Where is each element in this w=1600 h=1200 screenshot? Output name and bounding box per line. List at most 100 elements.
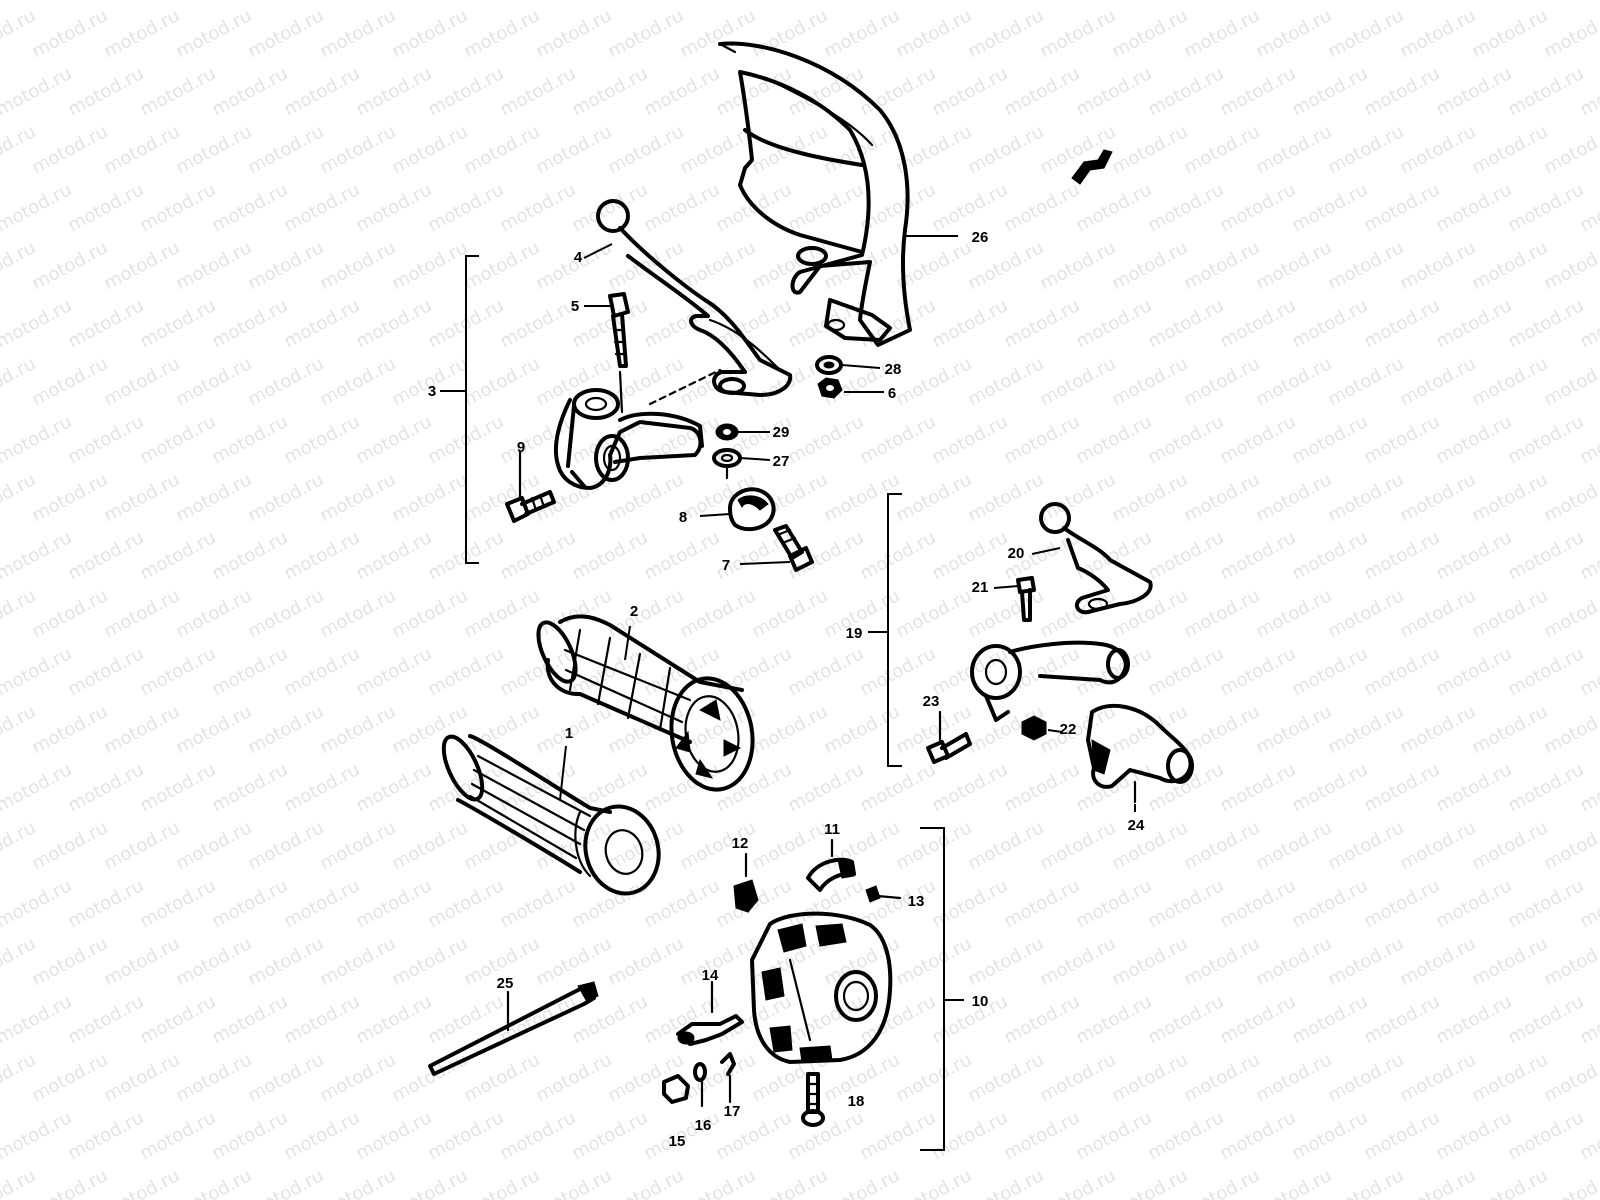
watermark-text: motod.ru [1468, 469, 1551, 526]
watermark-text: motod.ru [1288, 759, 1371, 816]
part-number-14: 14 [702, 967, 719, 984]
watermark-text: motod.ru [532, 933, 615, 990]
watermark-text: motod.ru [1324, 585, 1407, 642]
watermark-text: motod.ru [1396, 701, 1479, 758]
watermark-text: motod.ru [1288, 991, 1371, 1048]
watermark-text: motod.ru [460, 585, 543, 642]
watermark-text: motod.ru [1432, 991, 1515, 1048]
watermark-text: motod.ru [460, 5, 543, 62]
watermark-text: motod.ru [1288, 63, 1371, 120]
watermark-text: motod.ru [100, 5, 183, 62]
watermark-text: motod.ru [28, 817, 111, 874]
watermark-text: motod.ru [1252, 1165, 1335, 1200]
watermark-text: motod.ru [1252, 121, 1335, 178]
spring-part [720, 1052, 736, 1104]
watermark-text: motod.ru [316, 817, 399, 874]
bolt-part [608, 292, 630, 414]
watermark-text: motod.ru [136, 0, 219, 4]
part-number-21: 21 [972, 579, 989, 596]
watermark-text: motod.ru [352, 759, 435, 816]
watermark-text: motod.ru [928, 875, 1011, 932]
part-number-13: 13 [908, 893, 925, 910]
watermark-text: motod.ru [424, 1107, 507, 1164]
watermark-text: motod.ru [604, 933, 687, 990]
cover-part [728, 487, 776, 532]
watermark-text: motod.ru [748, 701, 831, 758]
bolt-part [1016, 576, 1036, 622]
watermark-text: motod.ru [136, 63, 219, 120]
watermark-text: motod.ru [964, 1165, 1047, 1200]
watermark-text: motod.ru [1108, 121, 1191, 178]
watermark-text: motod.ru [928, 411, 1011, 468]
watermark-text: motod.ru [784, 0, 867, 4]
watermark-text: motod.ru [784, 643, 867, 700]
watermark-text: motod.ru [424, 991, 507, 1048]
watermark-text: motod.ru [244, 121, 327, 178]
watermark-text: motod.ru [1216, 991, 1299, 1048]
watermark-text: motod.ru [28, 585, 111, 642]
watermark-text: motod.ru [460, 701, 543, 758]
watermark-text: motod.ru [496, 295, 579, 352]
watermark-text: motod.ru [1216, 295, 1299, 352]
watermark-text: motod.ru [856, 1107, 939, 1164]
watermark-text: motod.ru [388, 933, 471, 990]
grip-part [441, 734, 661, 896]
part-number-23: 23 [923, 693, 940, 710]
watermark-text: motod.ru [568, 63, 651, 120]
watermark-text: motod.ru [460, 121, 543, 178]
watermark-text: motod.ru [1108, 469, 1191, 526]
group-bracket [440, 255, 479, 564]
watermark-text: motod.ru [0, 991, 75, 1048]
group-bracket [920, 827, 964, 1151]
watermark-text: motod.ru [424, 875, 507, 932]
watermark-text: motod.ru [928, 63, 1011, 120]
part-number-2: 2 [630, 603, 638, 620]
part-number-27: 27 [773, 453, 790, 470]
watermark-text: motod.ru [1144, 991, 1227, 1048]
watermark-text: motod.ru [460, 353, 543, 410]
watermark-text: motod.ru [460, 237, 543, 294]
watermark-text: motod.ru [1360, 1107, 1443, 1164]
watermark-text: motod.ru [172, 469, 255, 526]
watermark-text: motod.ru [208, 759, 291, 816]
watermark-text: motod.ru [136, 527, 219, 584]
watermark-text: motod.ru [136, 1107, 219, 1164]
watermark-text: motod.ru [352, 295, 435, 352]
watermark-text: motod.ru [280, 1107, 363, 1164]
watermark-text: motod.ru [496, 875, 579, 932]
watermark-text: motod.ru [1468, 701, 1551, 758]
watermark-text: motod.ru [496, 527, 579, 584]
watermark-text: motod.ru [100, 1049, 183, 1106]
watermark-text: motod.ru [1180, 121, 1263, 178]
watermark-text: motod.ru [1144, 179, 1227, 236]
watermark-text: motod.ru [1000, 991, 1083, 1048]
part-number-19: 19 [846, 625, 863, 642]
watermark-text: motod.ru [28, 701, 111, 758]
watermark-text: motod.ru [892, 1165, 975, 1200]
watermark-text: motod.ru [1216, 1107, 1299, 1164]
watermark-text: motod.ru [1288, 875, 1371, 932]
part-number-4: 4 [574, 249, 583, 266]
watermark-text: motod.ru [1504, 1107, 1587, 1164]
watermark-text: motod.ru [1000, 1107, 1083, 1164]
watermark-text: motod.ru [1540, 817, 1600, 874]
watermark-text: motod.ru [1252, 1049, 1335, 1106]
watermark-text: motod.ru [964, 933, 1047, 990]
watermark-text: motod.ru [424, 759, 507, 816]
watermark-text: motod.ru [100, 237, 183, 294]
watermark-text: motod.ru [1324, 237, 1407, 294]
watermark-text: motod.ru [676, 1049, 759, 1106]
watermark-text: motod.ru [28, 121, 111, 178]
part-number-7: 7 [722, 557, 730, 574]
perch-bracket-part [553, 388, 704, 490]
switch-knob-part [806, 838, 856, 892]
watermark-text: motod.ru [64, 295, 147, 352]
watermark-text: motod.ru [712, 0, 795, 4]
watermark-text: motod.ru [1072, 759, 1155, 816]
watermark-text: motod.ru [1396, 5, 1479, 62]
part-number-20: 20 [1008, 545, 1025, 562]
watermark-text: motod.ru [1180, 469, 1263, 526]
watermark-text: motod.ru [1396, 237, 1479, 294]
watermark-text: motod.ru [748, 1165, 831, 1200]
washer-part [815, 355, 843, 375]
